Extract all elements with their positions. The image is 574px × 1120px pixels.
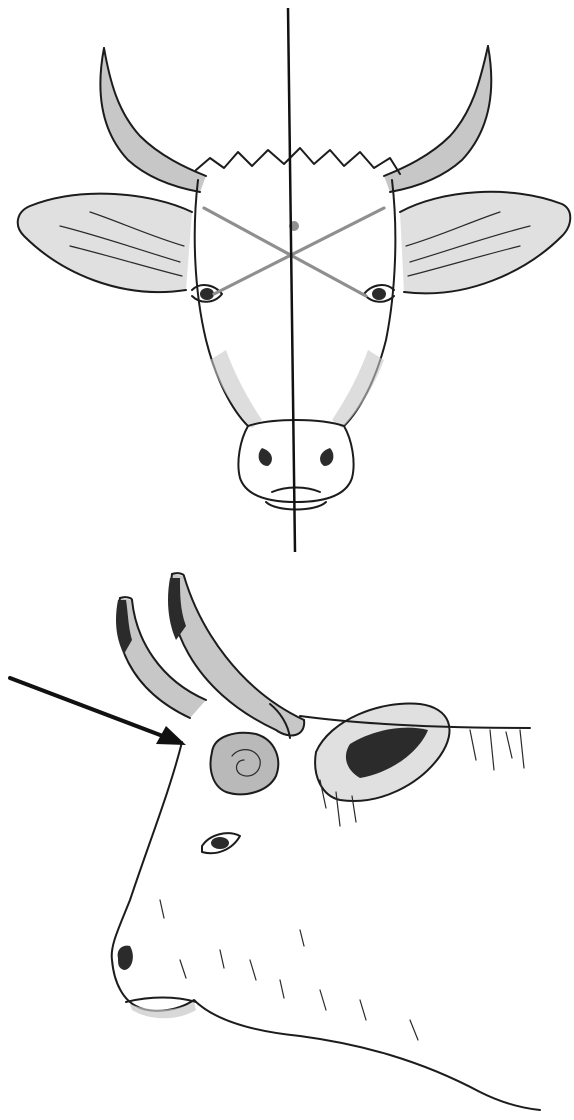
front-right-eye xyxy=(364,285,394,302)
side-eye xyxy=(202,833,240,853)
side-head-outline xyxy=(112,742,540,1110)
front-left-horn xyxy=(100,48,206,192)
side-jaw-texture xyxy=(160,900,418,1040)
front-muzzle xyxy=(238,420,353,510)
front-forelock xyxy=(196,148,400,174)
vertical-midline xyxy=(288,8,295,552)
front-face-shading xyxy=(210,350,384,428)
side-view-cow-head xyxy=(10,573,540,1110)
front-view-cow-head xyxy=(18,8,571,552)
side-mane-strokes xyxy=(470,730,524,770)
side-nostril xyxy=(118,946,133,970)
front-right-ear xyxy=(400,192,570,294)
side-poll-whorl xyxy=(211,733,279,794)
front-right-horn xyxy=(384,46,491,192)
side-ear xyxy=(315,703,449,826)
side-mouth xyxy=(126,998,196,1003)
front-left-ear xyxy=(18,194,192,292)
